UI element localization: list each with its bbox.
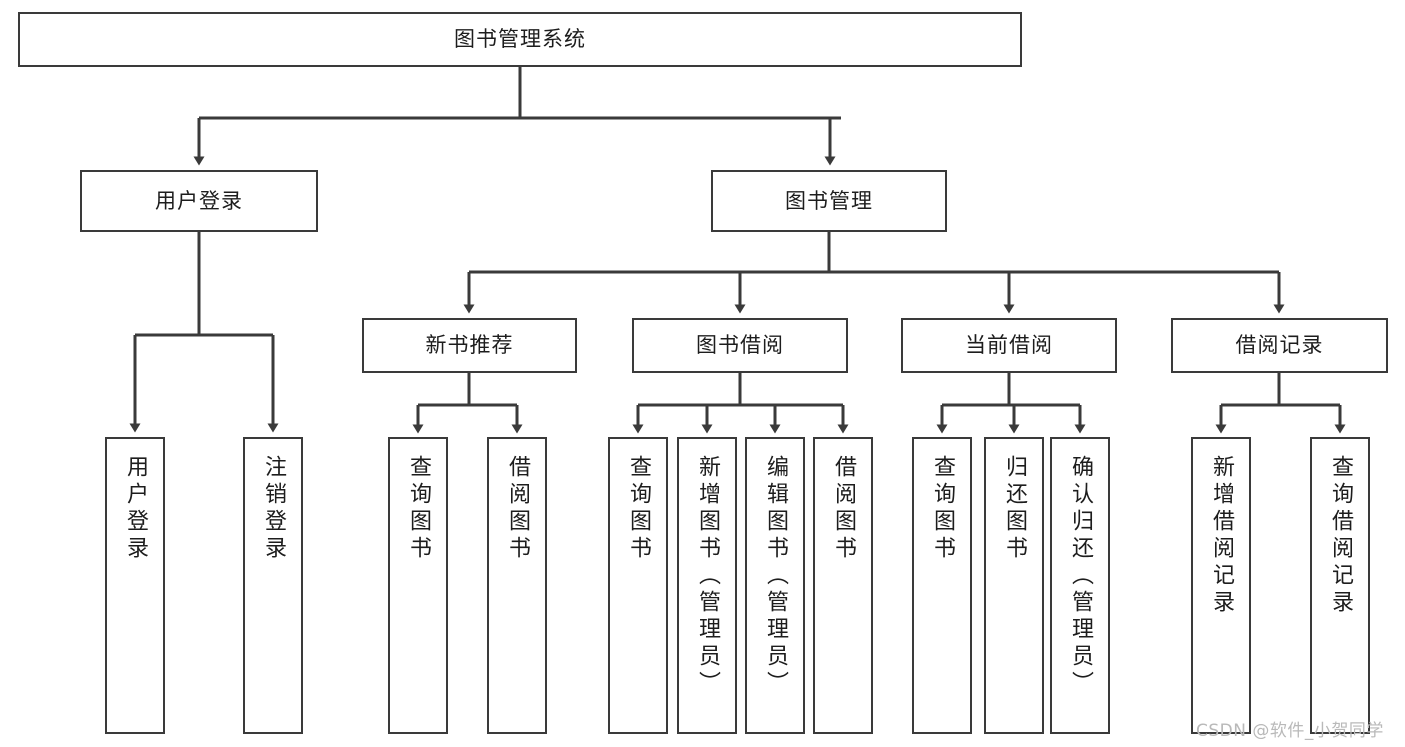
node-leaf-query-book-1[interactable]: 查询图书: [388, 437, 448, 734]
node-leaf-user-login[interactable]: 用户登录: [105, 437, 165, 734]
node-book-mgmt-label: 图书管理: [785, 188, 873, 213]
node-leaf-query-record-label: 查询借阅记录: [1328, 455, 1353, 617]
node-book-borrow-label: 图书借阅: [696, 333, 784, 358]
node-current-borrow-label: 当前借阅: [965, 333, 1053, 358]
node-leaf-add-book-label: 新增图书（管理员）: [695, 455, 720, 698]
node-leaf-user-logout-label: 注销登录: [261, 455, 286, 563]
node-book-borrow[interactable]: 图书借阅: [632, 318, 848, 373]
node-leaf-add-record[interactable]: 新增借阅记录: [1191, 437, 1251, 734]
node-user-login[interactable]: 用户登录: [80, 170, 318, 232]
node-book-mgmt[interactable]: 图书管理: [711, 170, 947, 232]
node-leaf-query-book-1-label: 查询图书: [406, 455, 431, 563]
node-leaf-edit-book[interactable]: 编辑图书（管理员）: [745, 437, 805, 734]
node-leaf-user-login-label: 用户登录: [123, 455, 148, 563]
node-root[interactable]: 图书管理系统: [18, 12, 1022, 67]
node-new-book-rec[interactable]: 新书推荐: [362, 318, 577, 373]
node-new-book-rec-label: 新书推荐: [425, 333, 514, 358]
node-leaf-borrow-book-2-label: 借阅图书: [831, 455, 856, 563]
node-leaf-borrow-book-1-label: 借阅图书: [505, 455, 530, 563]
node-leaf-user-logout[interactable]: 注销登录: [243, 437, 303, 734]
node-leaf-confirm-return[interactable]: 确认归还（管理员）: [1050, 437, 1110, 734]
node-leaf-add-book[interactable]: 新增图书（管理员）: [677, 437, 737, 734]
node-leaf-add-record-label: 新增借阅记录: [1209, 455, 1234, 617]
node-leaf-return-book[interactable]: 归还图书: [984, 437, 1044, 734]
node-leaf-return-book-label: 归还图书: [1002, 455, 1027, 563]
node-borrow-record-label: 借阅记录: [1235, 333, 1324, 358]
node-root-label: 图书管理系统: [454, 27, 586, 52]
node-leaf-query-book-3-label: 查询图书: [930, 455, 955, 563]
node-borrow-record[interactable]: 借阅记录: [1171, 318, 1388, 373]
node-leaf-query-book-3[interactable]: 查询图书: [912, 437, 972, 734]
node-leaf-edit-book-label: 编辑图书（管理员）: [763, 455, 788, 698]
node-leaf-borrow-book-1[interactable]: 借阅图书: [487, 437, 547, 734]
node-user-login-label: 用户登录: [155, 188, 243, 213]
node-leaf-borrow-book-2[interactable]: 借阅图书: [813, 437, 873, 734]
node-leaf-query-book-2-label: 查询图书: [626, 455, 651, 563]
node-leaf-query-book-2[interactable]: 查询图书: [608, 437, 668, 734]
csdn-watermark: CSDN @软件_小贺同学: [1196, 721, 1384, 741]
node-leaf-query-record[interactable]: 查询借阅记录: [1310, 437, 1370, 734]
node-current-borrow[interactable]: 当前借阅: [901, 318, 1117, 373]
node-leaf-confirm-return-label: 确认归还（管理员）: [1068, 455, 1093, 698]
